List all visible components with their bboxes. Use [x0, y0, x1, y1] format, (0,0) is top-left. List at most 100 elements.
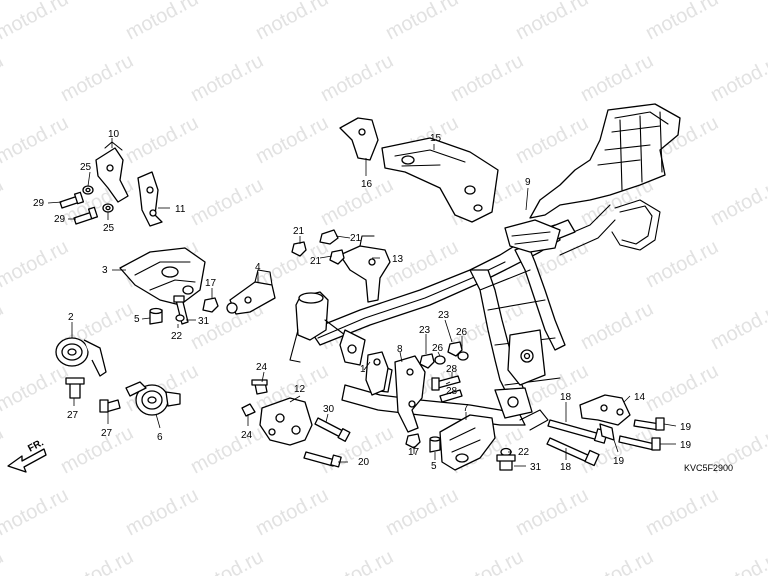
watermark-text: motod.ru: [187, 174, 267, 230]
callout-14[interactable]: 14: [634, 392, 646, 403]
watermark-text: motod.ru: [707, 174, 768, 230]
callout-28[interactable]: 28: [446, 386, 458, 397]
watermark-text: motod.ru: [57, 50, 137, 106]
bracket-11[interactable]: [137, 171, 163, 227]
callout-17[interactable]: 17: [205, 278, 217, 289]
bolt-24-a[interactable]: [251, 379, 268, 395]
bracket-8[interactable]: [394, 355, 426, 433]
watermark-text: motod.ru: [642, 360, 722, 416]
cover-3[interactable]: [119, 247, 206, 306]
bracket-13[interactable]: [339, 235, 391, 303]
callout-22[interactable]: 22: [171, 331, 183, 342]
cover-7[interactable]: [439, 414, 496, 471]
washer-26-a[interactable]: [434, 355, 446, 365]
callout-21[interactable]: 21: [310, 256, 322, 267]
callout-22[interactable]: 22: [518, 447, 530, 458]
bolt-18-upper[interactable]: [547, 419, 609, 444]
watermark-text: motod.ru: [577, 50, 657, 106]
callout-13[interactable]: 13: [392, 254, 404, 265]
bolt-20[interactable]: [303, 451, 342, 468]
washer-22-left[interactable]: [175, 314, 185, 322]
bolt-19-b[interactable]: [618, 435, 661, 451]
callout-11[interactable]: 11: [175, 204, 186, 215]
callout-2[interactable]: 2: [68, 312, 74, 323]
collar-5-left[interactable]: [149, 307, 163, 325]
callout-21[interactable]: 21: [350, 233, 362, 244]
callout-5[interactable]: 5: [134, 314, 140, 325]
bracket-16[interactable]: [339, 117, 379, 161]
callout-20[interactable]: 20: [358, 457, 370, 468]
nut-21-c[interactable]: [329, 249, 345, 265]
callout-31[interactable]: 31: [530, 462, 542, 473]
bracket-12[interactable]: [259, 397, 313, 446]
callout-29[interactable]: 29: [33, 198, 45, 209]
bolt-30[interactable]: [314, 417, 351, 442]
bolt-24-b[interactable]: [241, 403, 256, 417]
callout-15[interactable]: 15: [430, 133, 442, 144]
callout-27[interactable]: 27: [101, 428, 113, 439]
callout-24[interactable]: 24: [241, 430, 253, 441]
callout-31[interactable]: 31: [198, 316, 210, 327]
bolt-19-a[interactable]: [633, 417, 665, 431]
callout-23[interactable]: 23: [419, 325, 431, 336]
bracket-1[interactable]: [365, 351, 389, 396]
callout-10[interactable]: 10: [108, 129, 120, 140]
diagram-code: KVC5F2900: [684, 463, 733, 473]
callout-16[interactable]: 16: [361, 179, 373, 190]
callout-1[interactable]: 1: [360, 364, 366, 375]
callout-7[interactable]: 7: [463, 403, 469, 414]
callout-30[interactable]: 30: [323, 404, 335, 415]
callout-25[interactable]: 25: [103, 223, 115, 234]
bracket-10[interactable]: [95, 141, 129, 203]
bolt-27-upper[interactable]: [65, 377, 85, 399]
nut-17-right[interactable]: [405, 433, 421, 449]
collar-5-right[interactable]: [429, 436, 441, 453]
callout-19[interactable]: 19: [680, 422, 692, 433]
callout-21[interactable]: 21: [293, 226, 305, 237]
bracket-4[interactable]: [226, 269, 276, 315]
callout-25[interactable]: 25: [80, 162, 92, 173]
callout-28[interactable]: 28: [446, 364, 458, 375]
bracket-14[interactable]: [579, 394, 631, 426]
watermark-text: motod.ru: [642, 236, 722, 292]
nut-17-left[interactable]: [202, 297, 219, 313]
bolt-31-right[interactable]: [496, 454, 516, 471]
callout-23[interactable]: 23: [438, 310, 450, 321]
callout-18[interactable]: 18: [560, 462, 572, 473]
callout-17[interactable]: 17: [408, 447, 420, 458]
callout-26[interactable]: 26: [432, 343, 444, 354]
bolt-29-lower[interactable]: [73, 206, 99, 225]
callout-19[interactable]: 19: [613, 456, 625, 467]
callout-12[interactable]: 12: [294, 384, 306, 395]
callout-8[interactable]: 8: [397, 344, 403, 355]
bolt-27-lower[interactable]: [99, 399, 121, 413]
callout-9[interactable]: 9: [525, 177, 531, 188]
callout-19[interactable]: 19: [680, 440, 692, 451]
bolt-29-upper[interactable]: [59, 191, 85, 209]
washer-25-lower[interactable]: [102, 203, 114, 213]
nut-23-a[interactable]: [419, 353, 435, 369]
callout-6[interactable]: 6: [157, 432, 163, 443]
callout-4[interactable]: 4: [255, 262, 261, 273]
callout-5[interactable]: 5: [431, 461, 437, 472]
callout-18[interactable]: 18: [560, 392, 572, 403]
watermark-text: motod.ru: [512, 112, 592, 168]
callout-26[interactable]: 26: [456, 327, 468, 338]
bolt-18-lower[interactable]: [546, 437, 600, 467]
watermark-text: motod.ru: [252, 0, 332, 44]
watermark-text: motod.ru: [0, 50, 7, 106]
callout-27[interactable]: 27: [67, 410, 79, 421]
nut-21-a[interactable]: [291, 241, 307, 257]
nut-21-b[interactable]: [319, 229, 339, 245]
callout-3[interactable]: 3: [102, 265, 108, 276]
watermark-text: motod.ru: [57, 422, 137, 478]
washer-25-upper[interactable]: [82, 185, 94, 195]
bolt-28-b[interactable]: [439, 389, 463, 403]
callout-24[interactable]: 24: [256, 362, 268, 373]
plate-15[interactable]: [381, 137, 499, 223]
bolt-28-a[interactable]: [431, 375, 461, 391]
watermark-text: motod.ru: [0, 112, 72, 168]
horn-6[interactable]: [125, 381, 181, 416]
callout-29[interactable]: 29: [54, 214, 66, 225]
washer-26-b[interactable]: [457, 351, 469, 361]
